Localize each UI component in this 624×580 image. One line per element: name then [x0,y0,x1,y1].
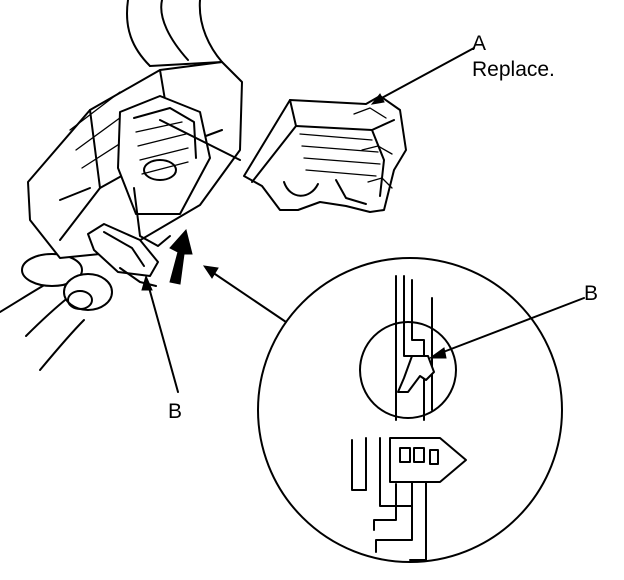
callouts [141,47,585,393]
connector-part-a [243,95,407,213]
label-a: A [472,32,486,55]
label-a-caption: Replace. [472,58,555,81]
label-b-inset: B [584,282,598,305]
label-b-left: B [168,400,182,423]
inset-detail [257,257,563,563]
push-direction-arrow [169,228,193,285]
connector-assembly [0,0,243,371]
